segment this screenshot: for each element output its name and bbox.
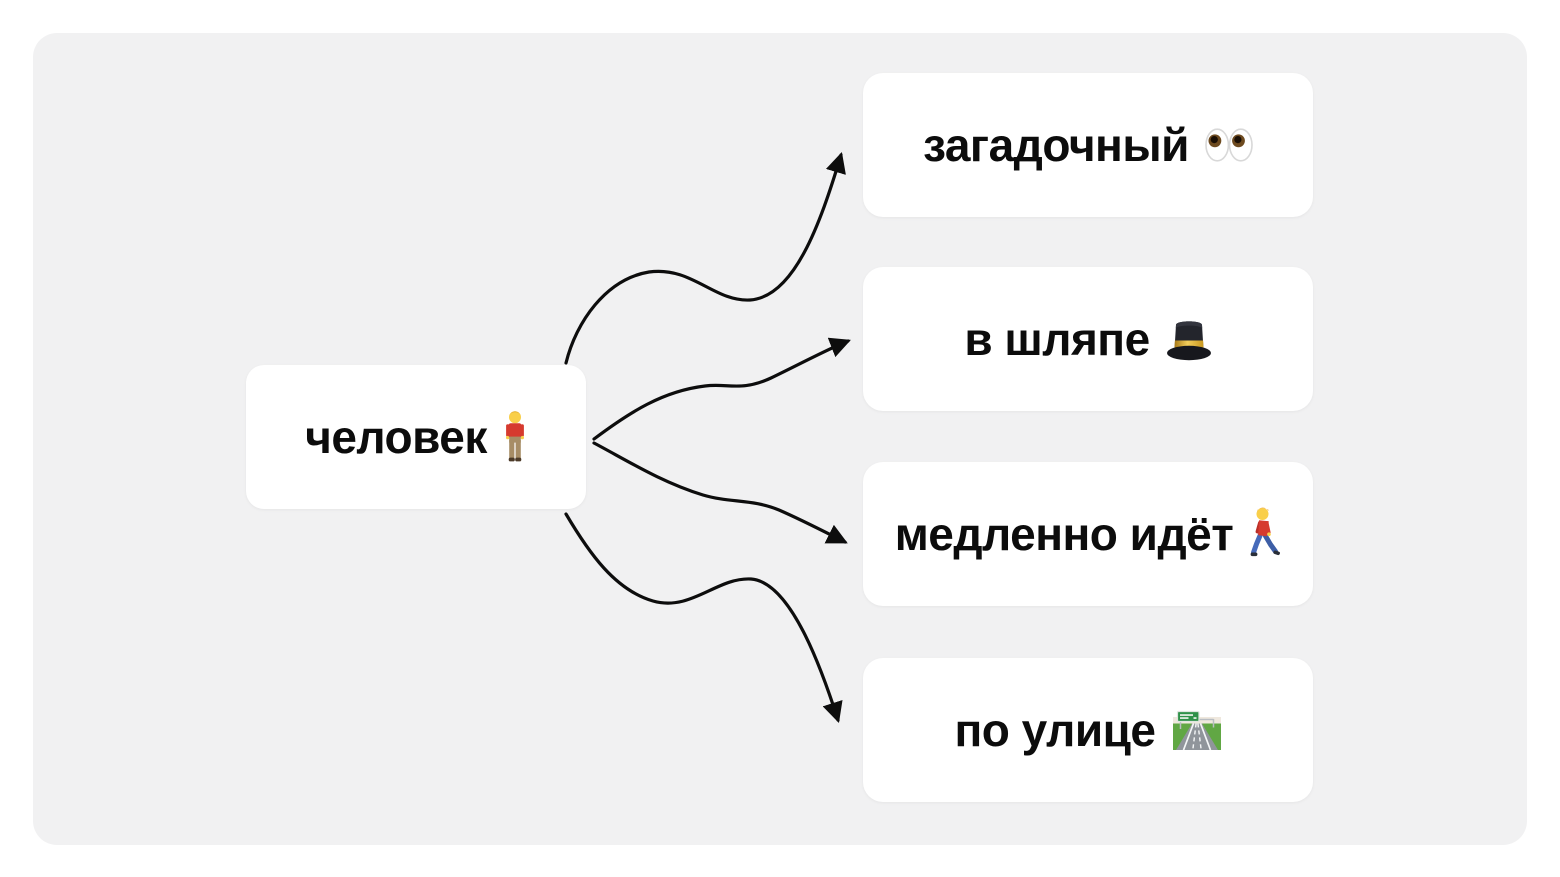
- node-person-label: человек: [305, 411, 487, 463]
- node-mysterious[interactable]: загадочный: [863, 73, 1313, 217]
- node-walks-slowly-label: медленно идёт: [894, 508, 1234, 560]
- person-standing-emoji: [503, 410, 527, 464]
- node-along-street-label: по улице: [954, 704, 1156, 756]
- node-mysterious-label: загадочный: [923, 119, 1189, 171]
- node-walks-slowly[interactable]: медленно идёт: [863, 462, 1313, 606]
- node-in-hat[interactable]: в шляпе: [863, 267, 1313, 411]
- node-in-hat-label: в шляпе: [964, 313, 1150, 365]
- motorway-emoji: [1172, 710, 1222, 750]
- person-walking-emoji: [1249, 506, 1281, 562]
- top-hat-emoji: [1166, 316, 1212, 362]
- eyes-emoji: [1205, 128, 1253, 162]
- node-along-street[interactable]: по улице: [863, 658, 1313, 802]
- node-person[interactable]: человек: [246, 365, 586, 509]
